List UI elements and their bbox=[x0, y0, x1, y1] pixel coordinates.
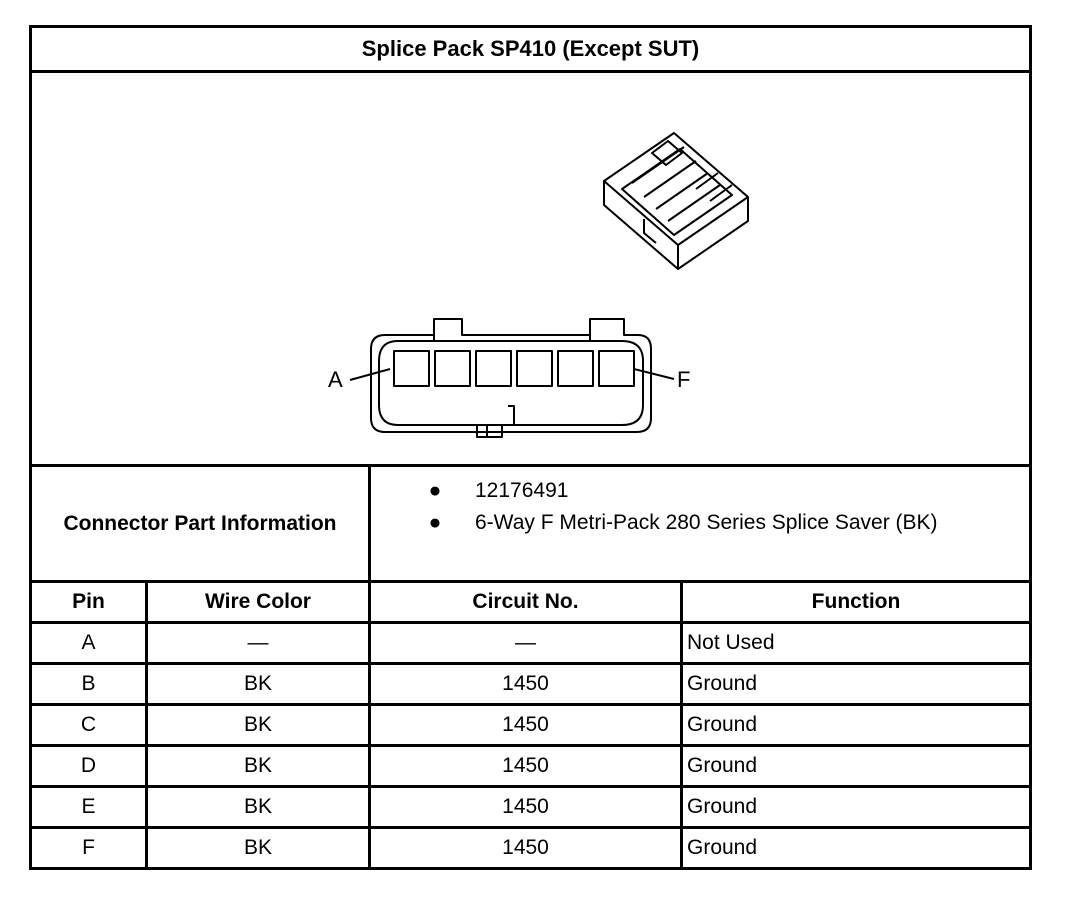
divider bbox=[32, 621, 1029, 624]
pin-label-f: F bbox=[677, 367, 690, 392]
connector-face-icon bbox=[349, 318, 675, 438]
header-wire-color: Wire Color bbox=[205, 590, 311, 613]
part-number: 12176491 bbox=[475, 479, 569, 502]
divider bbox=[32, 464, 1029, 467]
wire-color-cell: BK bbox=[243, 713, 272, 736]
connector-part-info-label: Connector Part Information bbox=[63, 511, 337, 535]
divider bbox=[32, 580, 1029, 583]
divider bbox=[680, 583, 683, 867]
circuit-cell: 1450 bbox=[502, 754, 549, 777]
header-function: Function bbox=[811, 590, 901, 613]
circuit-cell: 1450 bbox=[502, 672, 549, 695]
bullet-icon: ● bbox=[428, 479, 442, 502]
function-cell: Ground bbox=[687, 754, 758, 777]
circuit-cell: 1450 bbox=[502, 713, 549, 736]
splice-saver-3d-icon bbox=[603, 132, 749, 270]
pin-cell: F bbox=[82, 836, 95, 859]
circuit-cell: — bbox=[515, 631, 536, 654]
function-cell: Ground bbox=[687, 795, 758, 818]
divider bbox=[368, 583, 371, 867]
pin-cell: C bbox=[80, 713, 97, 736]
pin-cell: D bbox=[80, 754, 97, 777]
wire-color-cell: BK bbox=[243, 836, 272, 859]
header-pin: Pin bbox=[72, 590, 105, 613]
divider bbox=[368, 467, 371, 580]
function-cell: Ground bbox=[687, 672, 758, 695]
wire-color-cell: BK bbox=[243, 754, 272, 777]
circuit-cell: 1450 bbox=[502, 836, 549, 859]
function-cell: Ground bbox=[687, 836, 758, 859]
function-cell: Not Used bbox=[687, 631, 775, 654]
bullet-icon: ● bbox=[428, 511, 442, 534]
circuit-cell: 1450 bbox=[502, 795, 549, 818]
wire-color-cell: BK bbox=[243, 795, 272, 818]
function-cell: Ground bbox=[687, 713, 758, 736]
pin-cell: A bbox=[81, 631, 96, 654]
divider bbox=[32, 662, 1029, 665]
pin-label-a: A bbox=[328, 367, 343, 392]
header-circuit-no: Circuit No. bbox=[472, 590, 579, 613]
divider bbox=[32, 70, 1029, 73]
divider bbox=[32, 703, 1029, 706]
divider bbox=[32, 744, 1029, 747]
sheet-title: Splice Pack SP410 (Except SUT) bbox=[361, 36, 700, 61]
wire-color-cell: — bbox=[247, 631, 269, 654]
connector-diagram: A F bbox=[328, 132, 749, 438]
divider bbox=[32, 785, 1029, 788]
connector-part-info-list: ● 12176491 ● 6-Way F Metri-Pack 280 Seri… bbox=[371, 467, 1032, 580]
part-description: 6-Way F Metri-Pack 280 Series Splice Sav… bbox=[475, 511, 938, 534]
pin-cell: E bbox=[81, 795, 96, 818]
wire-color-cell: BK bbox=[243, 672, 272, 695]
pin-cell: B bbox=[81, 672, 96, 695]
divider bbox=[32, 826, 1029, 829]
connector-illustration: A F bbox=[32, 73, 1029, 464]
divider bbox=[145, 583, 148, 867]
connector-sheet: Splice Pack SP410 (Except SUT) bbox=[29, 25, 1032, 870]
